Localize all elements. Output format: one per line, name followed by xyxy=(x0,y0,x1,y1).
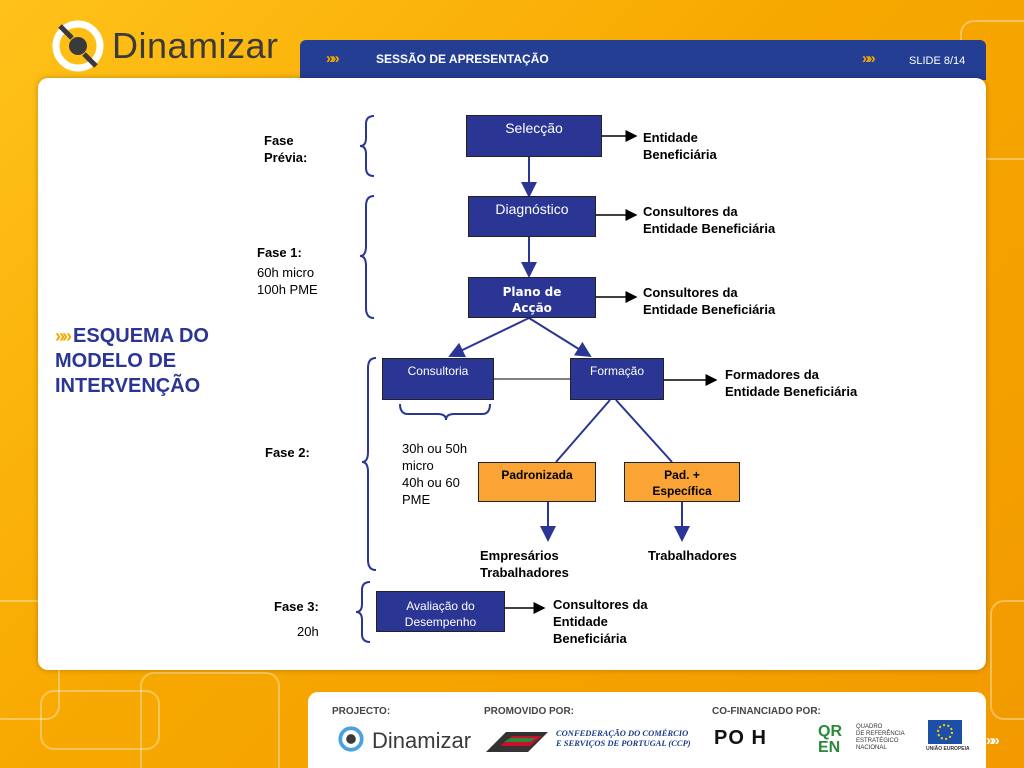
qren-logo-icon: QR EN xyxy=(818,723,842,754)
chevron-icon: »» xyxy=(55,326,72,346)
decor-line xyxy=(40,690,160,750)
flow-connector xyxy=(615,399,673,463)
flow-arrow xyxy=(448,317,530,358)
box-padronizada: Padronizada xyxy=(478,462,596,502)
phase-bracket xyxy=(355,581,371,643)
phase-bracket xyxy=(359,115,375,177)
box-diagnostico: Diagnóstico xyxy=(468,196,596,237)
dinamizar-logo: Dinamizar xyxy=(50,14,300,78)
eu-flag-icon xyxy=(928,720,962,744)
decor-line xyxy=(990,600,1024,720)
phase-1-label: Fase 1: xyxy=(257,245,302,260)
section-title: »»ESQUEMA DO MODELO DE INTERVENÇÃO xyxy=(55,325,209,397)
phase-1-micro: 60h micro xyxy=(257,265,315,280)
box-seleccao: Selecção xyxy=(466,115,602,157)
chevron-icon: »» xyxy=(326,50,340,67)
svg-text:QR: QR xyxy=(818,723,842,740)
svg-text:EN: EN xyxy=(818,739,840,754)
header-title: SESSÃO DE APRESENTAÇÃO xyxy=(376,52,549,66)
phase-1-pme: 100h PME xyxy=(257,282,318,297)
content-panel xyxy=(38,78,986,670)
consultoria-bracket xyxy=(399,403,491,421)
footer-cofinanciado-label: CO-FINANCIADO POR: xyxy=(712,706,821,717)
footer-dinamizar-text: Dinamizar xyxy=(372,728,472,753)
footer-dinamizar-icon xyxy=(338,726,364,752)
phase-3-label: Fase 3: xyxy=(274,599,319,614)
flow-arrow xyxy=(528,317,592,358)
box-formacao: Formação xyxy=(570,358,664,400)
flow-connector xyxy=(555,399,611,463)
phase-bracket xyxy=(361,357,377,571)
phase-2-label: Fase 2: xyxy=(265,445,310,460)
ccp-logo-icon xyxy=(486,732,548,752)
slide-number: SLIDE 8/14 xyxy=(909,55,966,67)
box-consultoria: Consultoria xyxy=(382,358,494,400)
phase-3-hours: 20h xyxy=(297,624,319,639)
label-trabalhadores: Trabalhadores xyxy=(648,548,737,563)
logo-text: Dinamizar xyxy=(112,25,279,66)
chevron-icon: »» xyxy=(862,50,876,67)
chevron-icon: »» xyxy=(986,732,1000,749)
header-bar xyxy=(300,40,986,80)
box-pad-especifica: Pad. +Específica xyxy=(624,462,740,502)
footer-bar xyxy=(308,692,986,768)
footer-projecto-label: PROJECTO: xyxy=(332,706,391,717)
eu-text: UNIÃO EUROPEIA xyxy=(926,746,970,752)
dinamizar-logo-icon xyxy=(52,20,104,72)
decor-line xyxy=(140,672,280,768)
footer-promovido-label: PROMOVIDO POR: xyxy=(484,706,575,717)
poph-logo: PO H xyxy=(714,727,767,749)
phase-bracket xyxy=(359,195,375,319)
